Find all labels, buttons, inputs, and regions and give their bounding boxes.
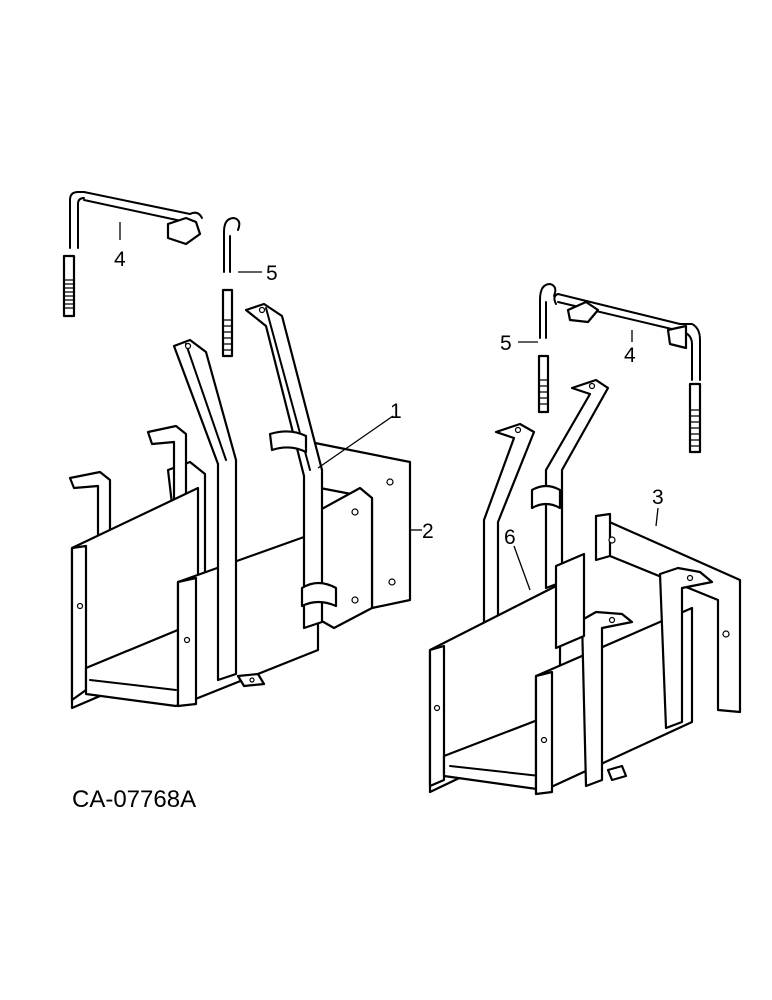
- left-hook-bolt: [221, 217, 241, 358]
- callout-right-clamp: 4: [624, 344, 636, 367]
- right-hold-down-clamp: [553, 293, 701, 381]
- right-stud: [688, 382, 702, 454]
- right-battery-tray: [428, 378, 714, 796]
- left-stud: [62, 254, 76, 318]
- callout-left-clamp: 4: [114, 248, 126, 271]
- left-battery-tray: [68, 302, 338, 710]
- left-callout-lines: [119, 222, 422, 531]
- right-callout-lines: [513, 330, 659, 591]
- callout-right-tray: 6: [504, 526, 516, 549]
- callout-left-bracket: 2: [422, 520, 434, 543]
- figure-code: CA-07768A: [72, 786, 196, 813]
- left-hold-down-clamp: [69, 191, 203, 249]
- right-tray-bracket: [594, 512, 742, 714]
- callout-right-hook-bolt: 5: [500, 332, 512, 355]
- right-hook-bolt: [537, 283, 557, 414]
- callout-right-bracket: 3: [652, 486, 664, 509]
- callout-left-tray: 1: [390, 400, 402, 423]
- callout-left-hook-bolt: 5: [266, 262, 278, 285]
